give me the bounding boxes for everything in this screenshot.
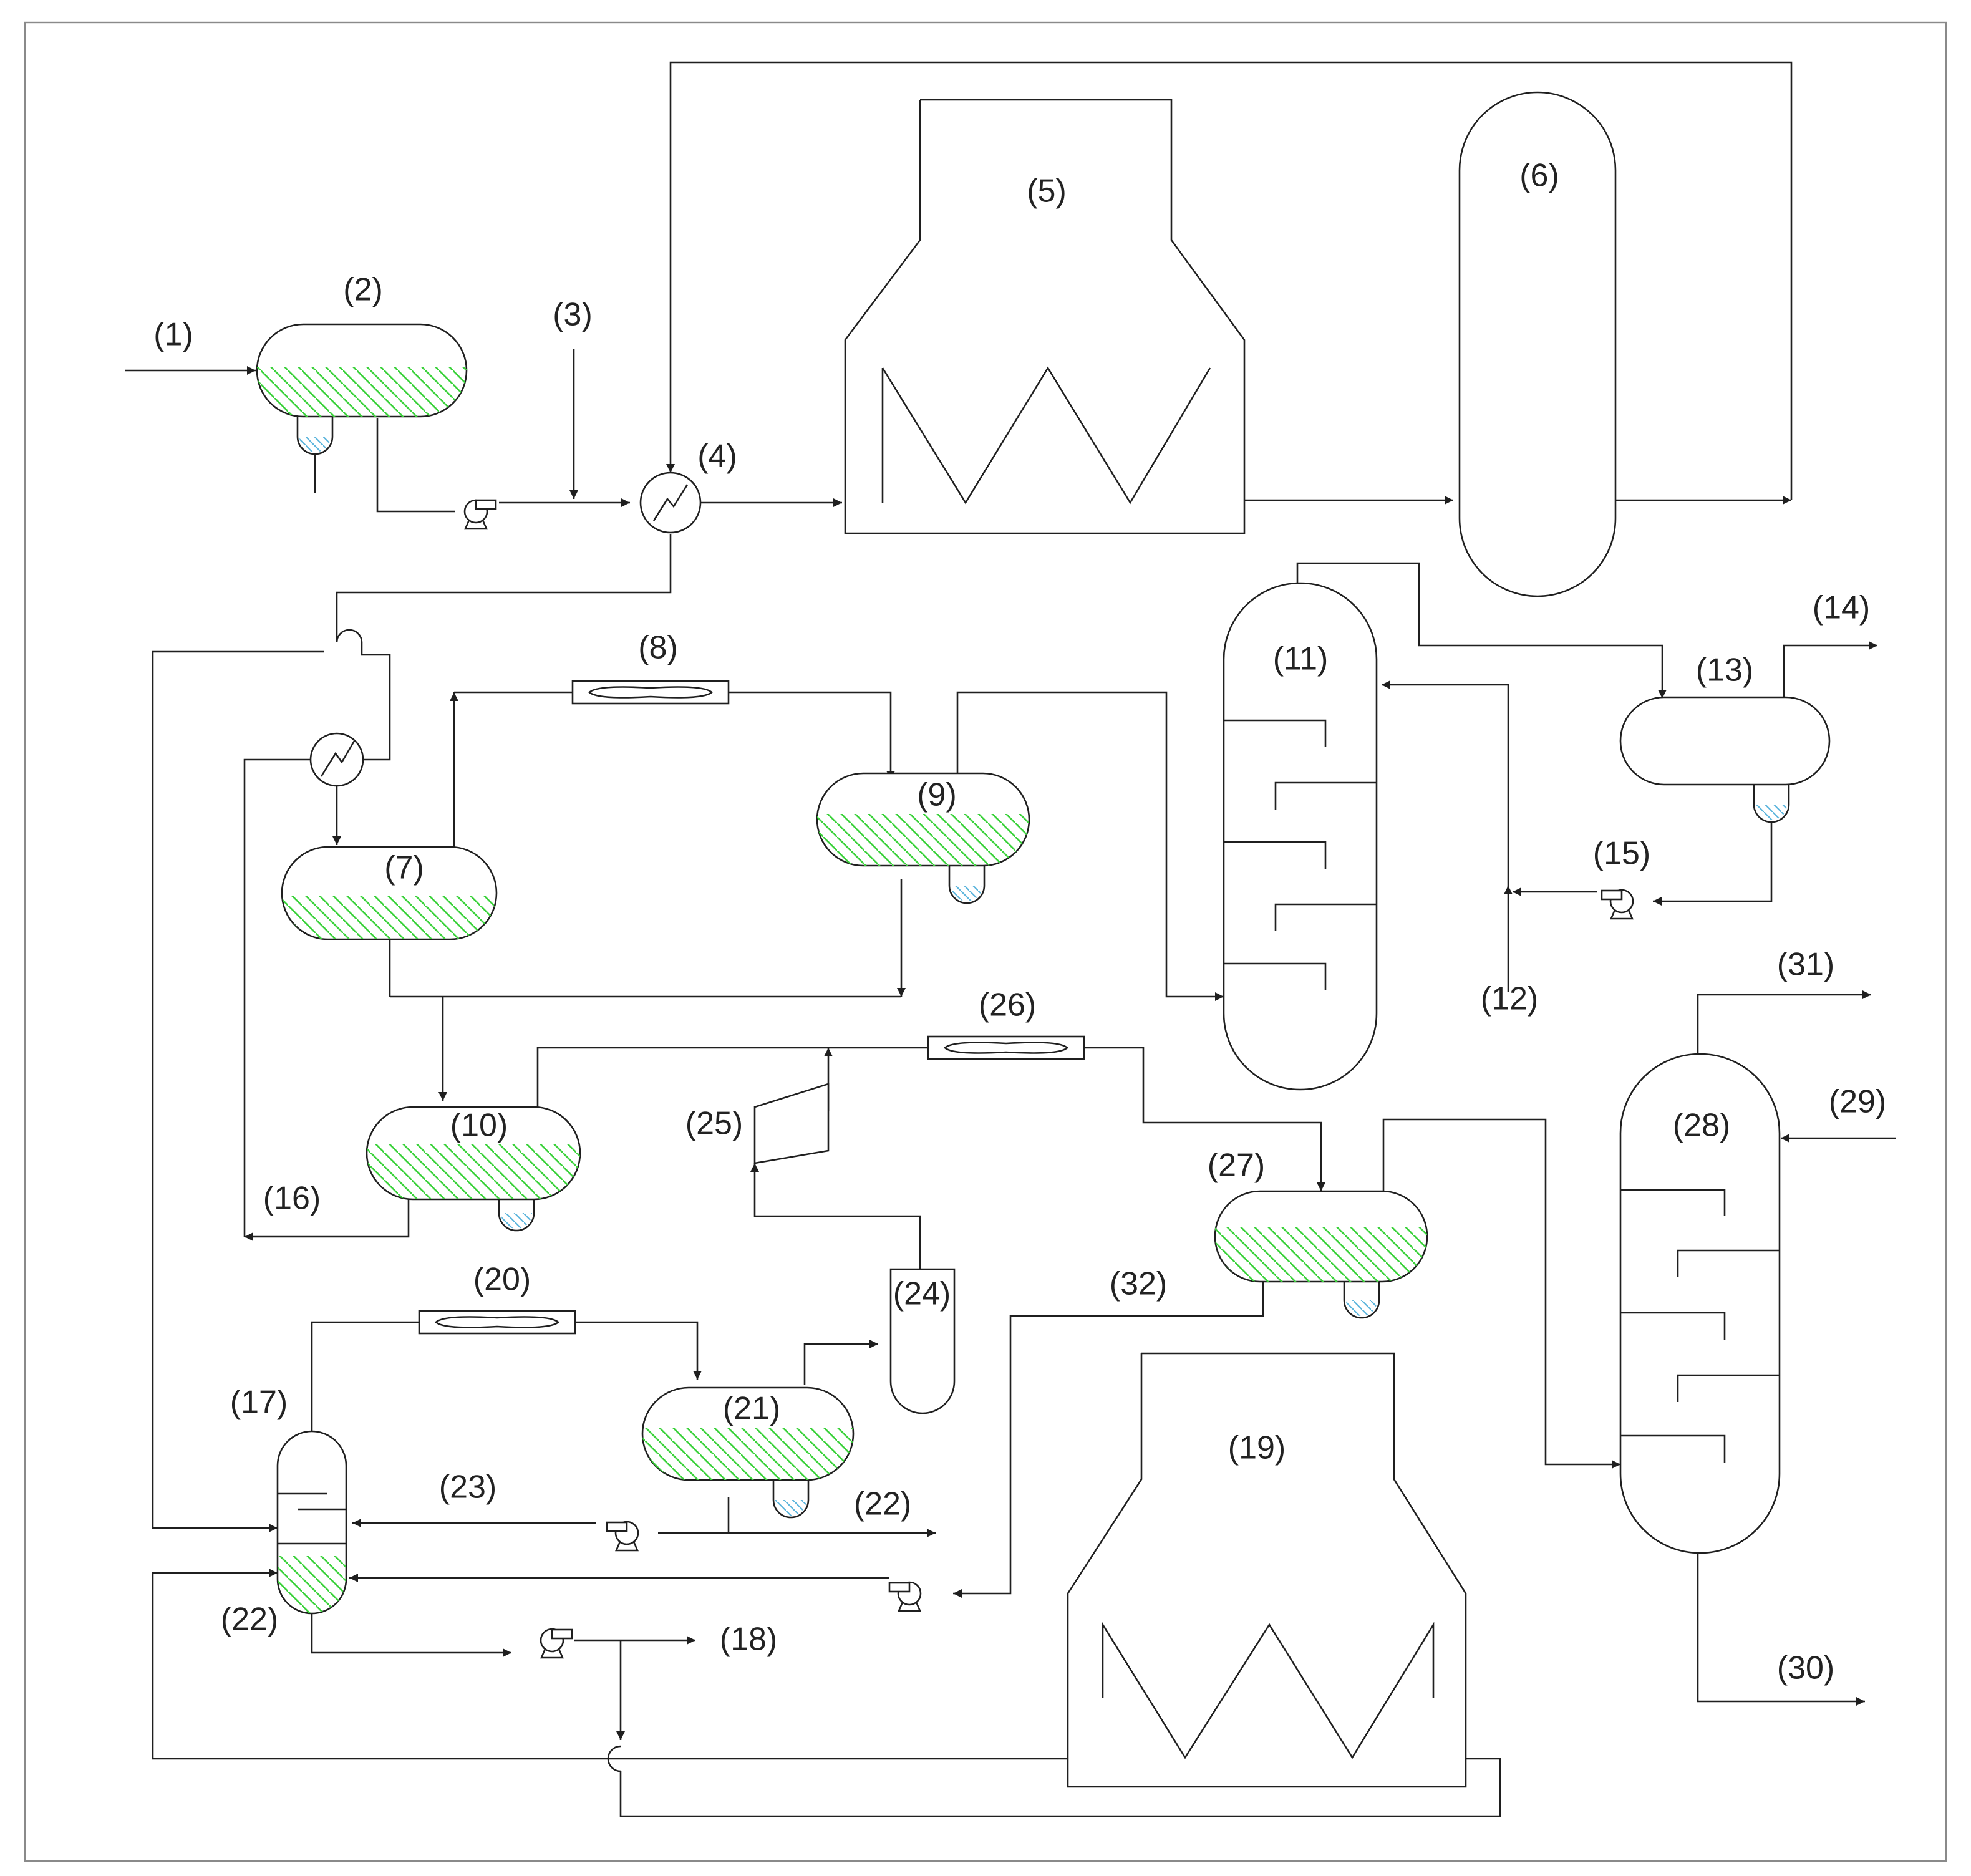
air-cooler-8 [571,680,730,705]
label-28: (28) [1673,1108,1730,1144]
drum-13 [1619,696,1831,823]
label-17: (17) [230,1385,288,1421]
label-30: (30) [1777,1650,1834,1686]
label-9: (9) [917,777,957,813]
label-29: (29) [1829,1084,1886,1120]
stream-labels: (1) (2) (3) (4) (5) (6) (7) (8) (9) (10)… [153,158,1886,1686]
reactor-6 [1458,91,1617,597]
drum-9 [816,772,1030,904]
label-8: (8) [638,630,678,666]
label-12: (12) [1481,981,1538,1017]
pump-23 [606,1521,639,1552]
label-16: (16) [263,1181,321,1217]
label-21: (21) [723,1391,780,1427]
fired-heater-19 [1067,1352,1467,1788]
vessel-24 [889,1268,956,1414]
label-25: (25) [685,1106,743,1142]
pump-feed [463,499,497,530]
label-24: (24) [893,1276,951,1312]
label-32: (32) [1110,1266,1167,1302]
fired-heater-5 [844,99,1246,534]
pump-32 [888,1581,922,1612]
drum-2 [256,323,468,455]
label-23: (23) [439,1469,496,1506]
label-19: (19) [1228,1430,1286,1466]
drum-2-water-phase [299,437,331,452]
label-10: (10) [450,1108,508,1144]
label-20: (20) [473,1262,531,1298]
compressor-25 [753,1083,830,1164]
label-22-left: (22) [221,1602,278,1638]
drum-2-organic-phase [257,367,467,417]
air-cooler-20 [418,1310,576,1335]
label-6: (6) [1519,158,1559,194]
label-5: (5) [1027,173,1067,210]
diagram-frame [24,21,1947,1862]
column-17 [276,1430,347,1615]
column-11 [1223,582,1378,1091]
drum-10 [366,1106,581,1232]
process-lines [125,61,1896,1817]
drum-27 [1214,1190,1428,1319]
label-14: (14) [1813,590,1870,626]
label-18: (18) [720,1622,777,1658]
drum-21 [641,1386,855,1519]
label-11: (11) [1273,641,1329,677]
label-7: (7) [384,850,424,886]
air-cooler-26 [927,1035,1085,1060]
pump-15 [1601,889,1634,920]
heat-exchanger-feed-effluent [309,732,364,787]
label-2: (2) [343,272,383,308]
label-26: (26) [979,987,1036,1023]
drum-7 [281,846,498,940]
label-4: (4) [697,438,737,475]
heat-exchanger-4 [639,471,702,534]
pump-18 [540,1628,573,1659]
label-22-right: (22) [854,1486,911,1522]
label-27: (27) [1208,1148,1265,1184]
label-3: (3) [553,297,593,333]
label-1: (1) [153,317,193,353]
column-28 [1619,1053,1781,1554]
label-31: (31) [1777,947,1834,983]
label-15: (15) [1593,836,1650,872]
label-13: (13) [1696,652,1753,689]
